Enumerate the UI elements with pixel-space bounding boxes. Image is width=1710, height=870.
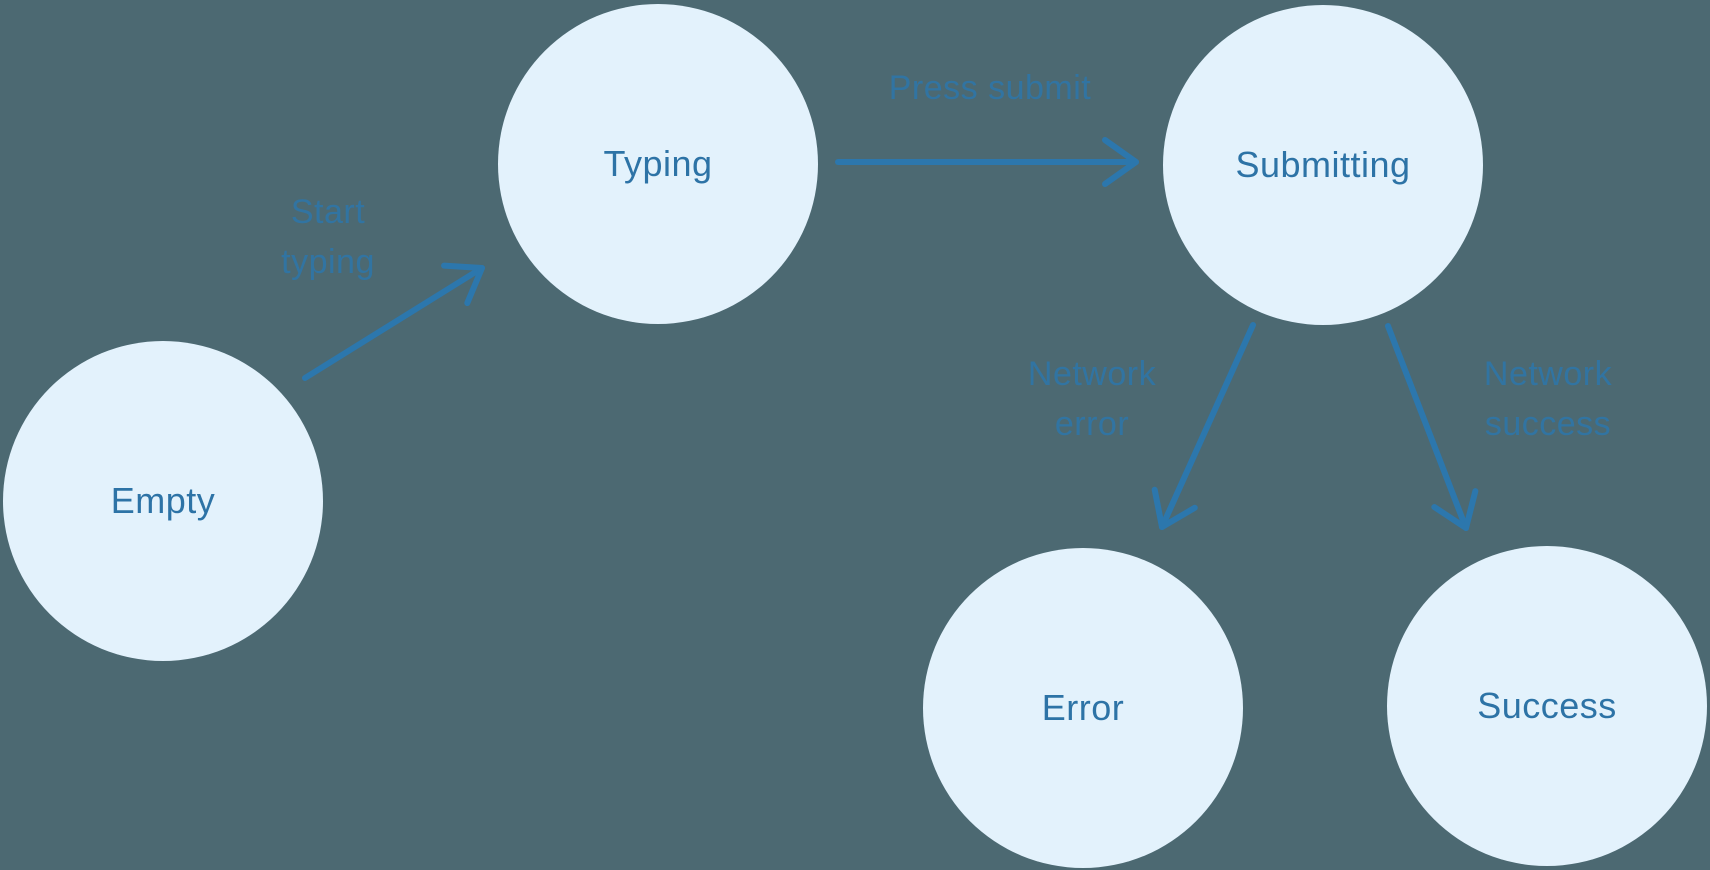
state-node-empty-label: Empty xyxy=(110,480,216,521)
state-node-success: Success xyxy=(1387,546,1707,866)
state-node-typing-label: Typing xyxy=(603,143,713,184)
state-node-submitting-label: Submitting xyxy=(1235,144,1411,185)
state-node-empty: Empty xyxy=(3,341,323,661)
state-node-typing: Typing xyxy=(498,4,818,324)
state-node-submitting: Submitting xyxy=(1163,5,1483,325)
edge-label-network-success: Network success xyxy=(1483,355,1613,443)
edge-label-start-typing: Start typing xyxy=(281,193,375,281)
edge-submitting-to-success-arrow xyxy=(1385,323,1479,531)
state-node-error-label: Error xyxy=(1041,687,1125,728)
state-node-error: Error xyxy=(923,548,1243,868)
edge-label-press-submit: Press submit xyxy=(888,69,1092,107)
state-node-success-label: Success xyxy=(1477,685,1617,726)
edge-label-network-error: Network error xyxy=(1027,355,1157,443)
edge-submitting-to-error-arrow xyxy=(1151,322,1256,530)
